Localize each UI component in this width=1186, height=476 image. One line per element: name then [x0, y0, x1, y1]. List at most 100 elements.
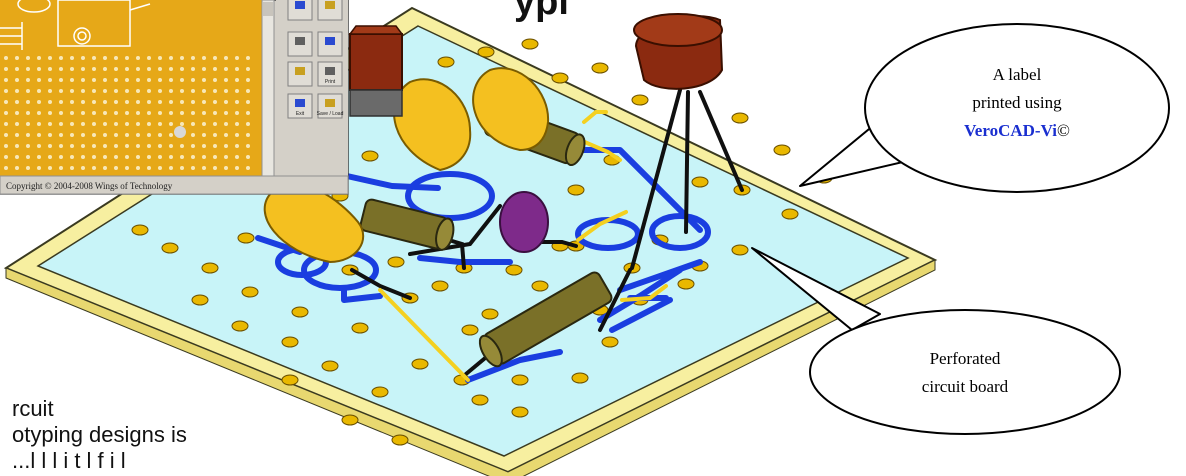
inset-hole: [4, 100, 8, 104]
inset-hole: [4, 67, 8, 71]
inset-hole: [169, 144, 173, 148]
inset-hole: [70, 111, 74, 115]
inset-hole: [92, 56, 96, 60]
inset-hole: [37, 122, 41, 126]
star-tool-button[interactable]: [317, 0, 343, 21]
inset-hole: [191, 133, 195, 137]
inset-hole: [169, 111, 173, 115]
board-icon: [325, 37, 335, 45]
inset-hole: [81, 133, 85, 137]
inset-hole: [246, 89, 250, 93]
inset-hole: [169, 100, 173, 104]
board-pad: [521, 38, 539, 50]
inset-hole: [4, 144, 8, 148]
inset-hole: [26, 144, 30, 148]
board-pad: [531, 280, 549, 292]
disk-tool-button[interactable]: Save / Load: [317, 93, 344, 119]
inset-hole: [4, 166, 8, 170]
inset-hole: [81, 78, 85, 82]
callout-board-bubble: [809, 309, 1121, 435]
board-pad: [341, 414, 359, 426]
inset-hole: [48, 67, 52, 71]
inset-hole: [158, 67, 162, 71]
inset-hole: [169, 155, 173, 159]
inset-hole: [158, 111, 162, 115]
inset-hole: [246, 100, 250, 104]
inset-hole: [26, 111, 30, 115]
inset-hole: [191, 144, 195, 148]
inset-hole: [70, 89, 74, 93]
inset-hole: [136, 111, 140, 115]
star-icon: [325, 1, 335, 9]
inset-hole: [224, 122, 228, 126]
inset-hole: [213, 133, 217, 137]
board-pad: [161, 242, 179, 254]
inset-hole: [103, 67, 107, 71]
inset-hole: [191, 89, 195, 93]
inset-hole: [92, 78, 96, 82]
inset-hole: [26, 100, 30, 104]
inset-hole: [125, 111, 129, 115]
resistor-tool-button[interactable]: [287, 61, 313, 87]
inset-hole: [59, 122, 63, 126]
board-pad: [291, 306, 309, 318]
box-component: [348, 25, 404, 117]
inset-hole: [202, 67, 206, 71]
inset-hole: [158, 89, 162, 93]
chip-tool-button[interactable]: [287, 31, 313, 57]
inset-hole: [246, 111, 250, 115]
inset-hole: [103, 122, 107, 126]
inset-hole: [15, 56, 19, 60]
inset-hole: [169, 133, 173, 137]
diagonal-tool-button[interactable]: [287, 0, 313, 21]
inset-hole: [136, 144, 140, 148]
board-pad: [191, 294, 209, 306]
inset-hole: [15, 78, 19, 82]
inset-hole: [180, 155, 184, 159]
inset-hole: [92, 133, 96, 137]
inset-hole: [158, 155, 162, 159]
board-pad: [131, 224, 149, 236]
inset-hole: [213, 100, 217, 104]
inset-hole: [103, 78, 107, 82]
inset-hole: [246, 56, 250, 60]
inset-hole: [235, 111, 239, 115]
inset-hole: [191, 166, 195, 170]
inset-hole: [103, 133, 107, 137]
inset-hole: [235, 133, 239, 137]
inset-hole: [224, 144, 228, 148]
resistor-icon: [295, 67, 305, 75]
inset-hole: [213, 78, 217, 82]
inset-hole: [103, 56, 107, 60]
exit-tool-button[interactable]: Exit: [287, 93, 313, 119]
inset-hole: [224, 111, 228, 115]
inset-scrollbar[interactable]: [261, 0, 275, 177]
inset-hole: [125, 144, 129, 148]
diagonal-icon: [295, 1, 305, 9]
inset-hole: [70, 67, 74, 71]
board-pad: [471, 394, 489, 406]
inset-hole: [70, 122, 74, 126]
inset-hole: [37, 133, 41, 137]
board-tool-button[interactable]: [317, 31, 343, 57]
inset-hole: [224, 67, 228, 71]
inset-hole: [48, 111, 52, 115]
board-pad: [631, 94, 649, 106]
inset-hole: [92, 67, 96, 71]
inset-hole: [103, 155, 107, 159]
inset-hole: [147, 100, 151, 104]
inset-hole: [125, 100, 129, 104]
inset-hole: [125, 155, 129, 159]
inset-hole: [158, 56, 162, 60]
inset-hole: [92, 100, 96, 104]
inset-hole: [246, 122, 250, 126]
body-text-line-3: ...l l l i t l f i l: [12, 448, 126, 473]
print-tool-button[interactable]: Print: [317, 61, 343, 87]
board-pad: [677, 278, 695, 290]
inset-hole: [103, 111, 107, 115]
inset-hole: [213, 155, 217, 159]
inset-hole: [213, 166, 217, 170]
inset-hole: [224, 78, 228, 82]
inset-hole: [114, 122, 118, 126]
board-pad: [731, 244, 749, 256]
